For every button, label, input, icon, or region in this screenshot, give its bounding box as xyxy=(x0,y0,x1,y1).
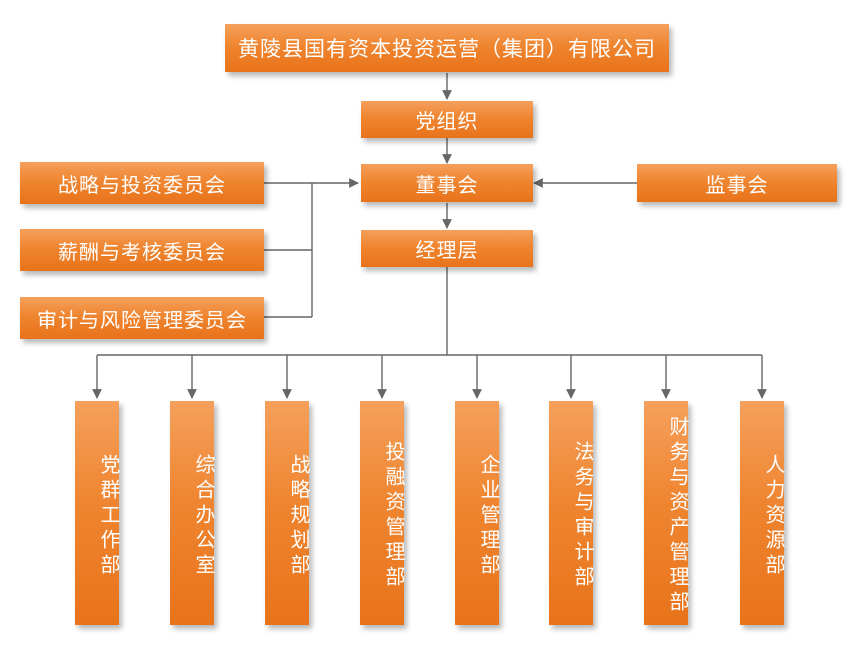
committee-label: 审计与风险管理委员会 xyxy=(37,307,247,332)
department-label: 人力资源部 xyxy=(762,453,786,579)
department-box: 投融资管理部 xyxy=(360,401,406,625)
department-label: 综合办公室 xyxy=(192,453,216,579)
department-label: 企业管理部 xyxy=(477,453,501,579)
department-label: 法务与审计部 xyxy=(571,441,595,591)
committee-strategy-box: 战略与投资委员会 xyxy=(20,162,264,204)
department-box: 财务与资产管理部 xyxy=(644,401,690,625)
party-label: 党组织 xyxy=(415,109,479,133)
department-box: 企业管理部 xyxy=(455,401,501,625)
department-label: 党群工作部 xyxy=(97,453,121,579)
management-box: 经理层 xyxy=(361,230,533,267)
committee-compensation-box: 薪酬与考核委员会 xyxy=(20,229,264,271)
supervisors-label: 监事会 xyxy=(705,172,769,197)
company-label: 黄陵县国有资本投资运营（集团）有限公司 xyxy=(238,37,656,61)
company-box: 黄陵县国有资本投资运营（集团）有限公司 xyxy=(225,24,669,72)
department-label: 投融资管理部 xyxy=(382,441,406,591)
department-box: 综合办公室 xyxy=(170,401,216,625)
board-label: 董事会 xyxy=(415,172,479,197)
department-box: 党群工作部 xyxy=(75,401,121,625)
department-box: 法务与审计部 xyxy=(549,401,595,625)
management-label: 经理层 xyxy=(415,238,479,262)
department-label: 战略规划部 xyxy=(287,453,311,579)
committee-audit-box: 审计与风险管理委员会 xyxy=(20,297,264,339)
committee-label: 薪酬与考核委员会 xyxy=(58,239,226,264)
supervisors-box: 监事会 xyxy=(637,164,837,202)
committee-label: 战略与投资委员会 xyxy=(58,172,226,197)
department-box: 人力资源部 xyxy=(740,401,786,625)
department-box: 战略规划部 xyxy=(265,401,311,625)
board-box: 董事会 xyxy=(361,164,533,202)
party-box: 党组织 xyxy=(361,101,533,138)
department-label: 财务与资产管理部 xyxy=(666,416,690,616)
